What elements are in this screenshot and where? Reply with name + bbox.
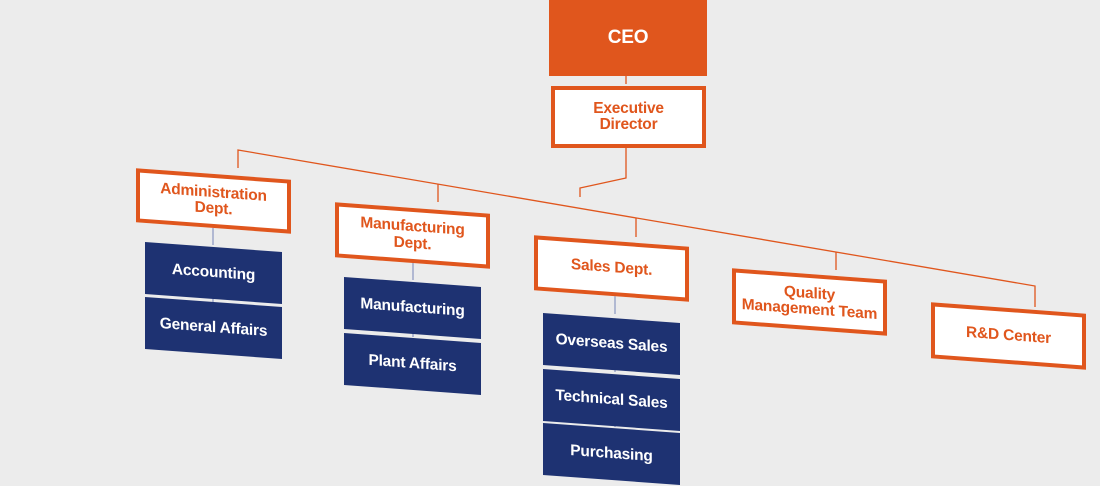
general-affairs-label: General Affairs — [159, 314, 268, 340]
executive-director-box: Executive Director — [551, 86, 706, 148]
rd-center-box: R&D Center — [931, 302, 1086, 370]
administration-dept-box: Administration Dept. — [136, 168, 291, 234]
overseas-sales-label: Overseas Sales — [555, 330, 668, 356]
accounting-box: Accounting — [145, 241, 282, 305]
quality-management-team-box: Quality Management Team — [732, 268, 887, 336]
plant-affairs-label: Plant Affairs — [368, 351, 457, 376]
rd-center-label: R&D Center — [966, 323, 1051, 347]
plant-affairs-box: Plant Affairs — [344, 332, 481, 396]
ceo-box: CEO — [549, 0, 707, 76]
purchasing-label: Purchasing — [570, 441, 653, 465]
sales-dept-label: Sales Dept. — [570, 256, 653, 280]
orange-connectors — [237, 76, 1036, 307]
ceo-label: CEO — [607, 27, 649, 49]
executive-drop-line — [579, 146, 627, 197]
manufacturing-unit-label: Manufacturing — [360, 295, 465, 320]
executive-director-label-line2: Director — [599, 116, 658, 133]
manufacturing-unit-box: Manufacturing — [344, 276, 481, 340]
sales-dept-box: Sales Dept. — [534, 235, 689, 302]
purchasing-box: Purchasing — [543, 422, 680, 486]
general-affairs-box: General Affairs — [145, 296, 282, 360]
technical-sales-box: Technical Sales — [543, 368, 680, 432]
manufacturing-dept-box: Manufacturing Dept. — [335, 202, 490, 269]
technical-sales-label: Technical Sales — [555, 386, 668, 412]
executive-director-label-line1: Executive — [593, 99, 664, 117]
accounting-label: Accounting — [171, 260, 256, 284]
overseas-sales-box: Overseas Sales — [543, 312, 680, 376]
